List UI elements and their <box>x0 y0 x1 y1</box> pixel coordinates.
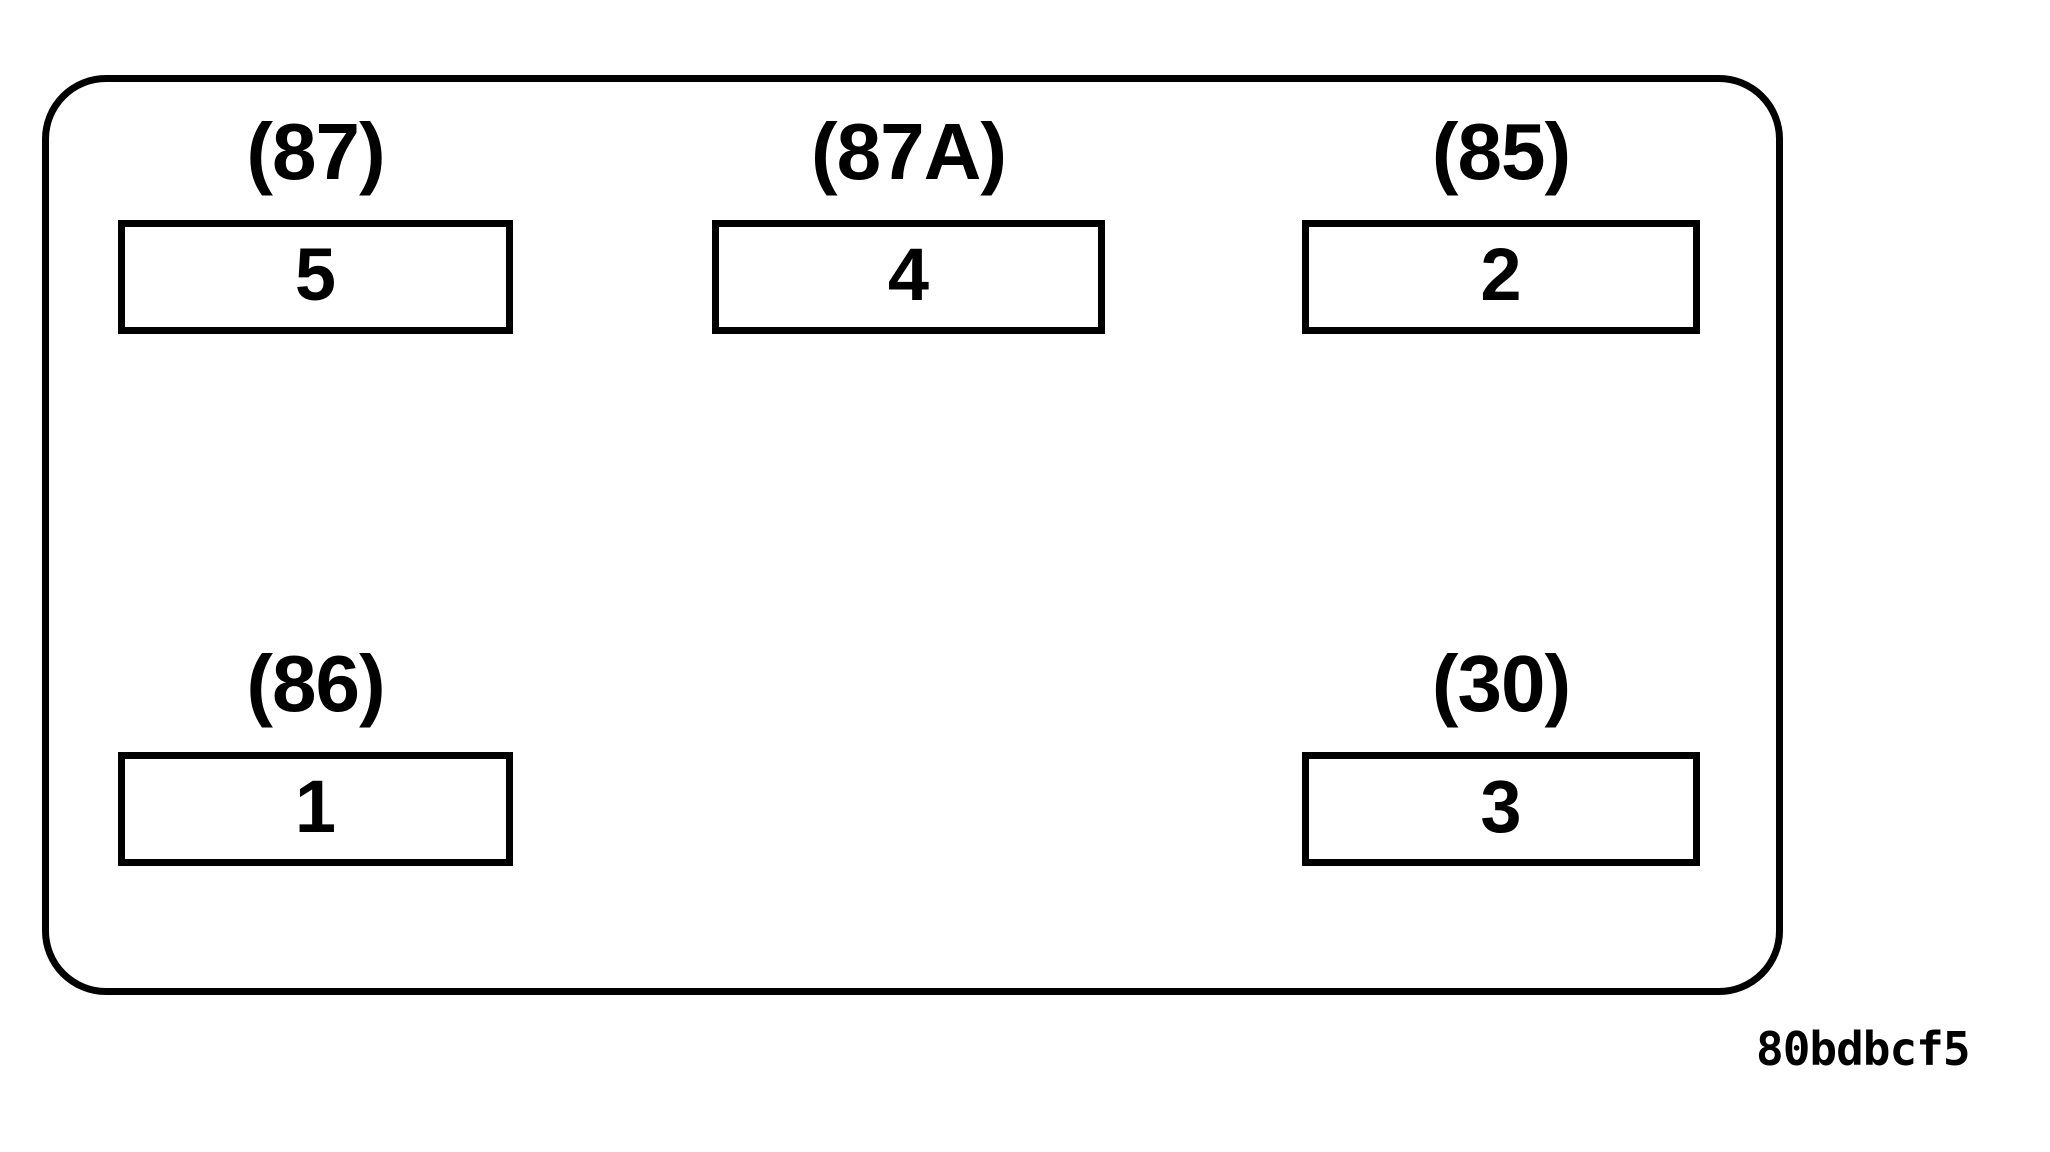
terminal-85-label: (85) <box>1431 107 1571 196</box>
terminal-87-label: (87) <box>246 107 385 196</box>
figure-reference-code: 80bdbcf5 <box>1756 1022 1971 1076</box>
terminal-86-box: 1 <box>118 752 513 866</box>
terminal-85-box: 2 <box>1302 220 1700 334</box>
terminal-86-number: 1 <box>294 765 337 848</box>
terminal-87a-box: 4 <box>712 220 1105 334</box>
terminal-85-number: 2 <box>1480 233 1522 316</box>
terminal-30-number: 3 <box>1480 765 1522 848</box>
terminal-30-label: (30) <box>1431 639 1571 728</box>
terminal-30-box: 3 <box>1302 752 1700 866</box>
terminal-87-box: 5 <box>118 220 513 334</box>
relay-body-outline <box>42 75 1783 995</box>
terminal-86-label: (86) <box>246 639 385 728</box>
terminal-87a-label: (87A) <box>810 107 1007 196</box>
terminal-87a-number: 4 <box>887 233 930 316</box>
terminal-87-number: 5 <box>294 233 337 316</box>
